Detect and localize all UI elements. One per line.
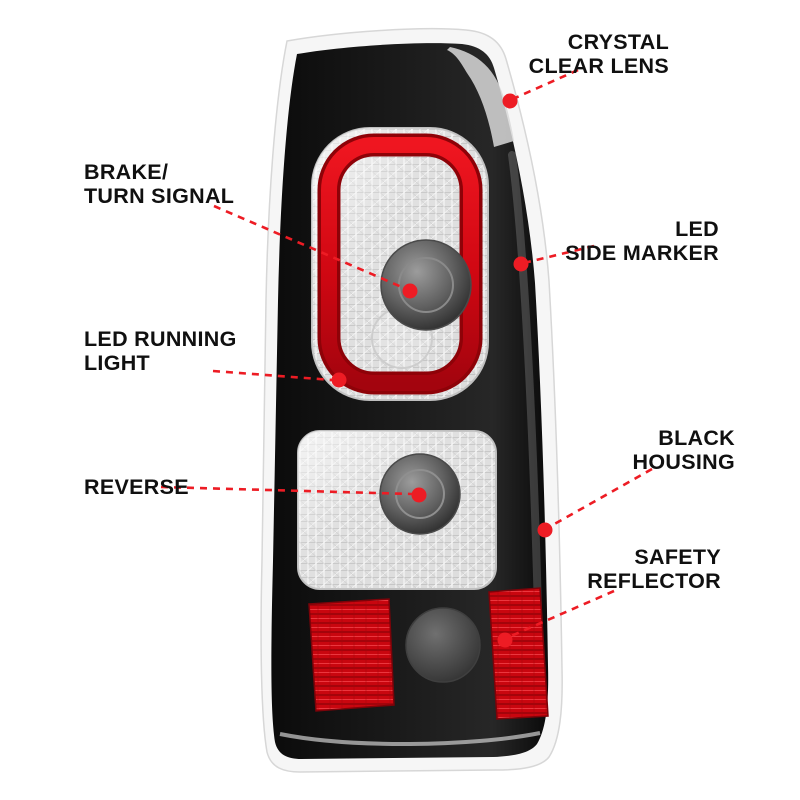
callout-line-led-side-marker <box>527 244 595 264</box>
lens-top-highlight <box>447 47 514 147</box>
brake-turn-lens <box>311 127 489 401</box>
callout-line-led-running-light <box>212 369 333 382</box>
callout-safety-reflector: SAFETY REFLECTOR <box>587 545 721 593</box>
callout-line-safety-reflector <box>510 589 615 638</box>
callout-text-line: TURN SIGNAL <box>84 183 235 208</box>
callout-brake-turn-signal: BRAKE/ TURN SIGNAL <box>84 160 235 208</box>
callout-text-line: CRYSTAL <box>567 30 669 54</box>
callout-lines <box>160 68 653 638</box>
housing-edge-sheen <box>508 151 544 694</box>
callout-dot-led-side-marker <box>513 256 529 272</box>
led-light-ring <box>321 137 479 391</box>
callout-dot-safety-reflector <box>497 632 513 648</box>
callout-line-reverse <box>160 485 413 496</box>
callout-text-line: BLACK <box>658 426 735 450</box>
callout-text-line: LED RUNNING <box>84 327 237 351</box>
callout-text-line: REVERSE <box>84 475 189 499</box>
callout-dot-brake-turn-signal <box>402 283 418 299</box>
reflector-left <box>308 598 395 712</box>
reflector-section <box>279 587 549 747</box>
callout-text-line: SIDE MARKER <box>565 240 719 265</box>
callout-dot-crystal-clear-lens <box>502 93 518 109</box>
reverse-lens <box>297 430 497 590</box>
callout-text-line: REFLECTOR <box>587 568 721 593</box>
callout-dot-led-running-light <box>331 372 347 388</box>
callout-text-line: SAFETY <box>634 545 721 569</box>
tail-light <box>260 27 563 773</box>
callout-text-line: HOUSING <box>632 449 735 474</box>
callout-line-brake-turn-signal <box>213 204 405 290</box>
callout-line-crystal-clear-lens <box>514 68 579 100</box>
reflector-right <box>488 587 549 720</box>
callout-reverse: REVERSE <box>84 475 189 500</box>
callout-led-running-light: LED RUNNING LIGHT <box>84 327 237 375</box>
callout-text-line: LED <box>675 217 719 241</box>
brake-bulb <box>380 239 472 331</box>
callout-dots <box>331 93 553 648</box>
callout-line-black-housing <box>550 467 653 528</box>
callout-text-line: LIGHT <box>84 350 150 375</box>
callout-dot-black-housing <box>537 522 553 538</box>
callout-dot-reverse <box>411 487 427 503</box>
callout-crystal-clear-lens: CRYSTAL CLEAR LENS <box>528 30 669 78</box>
callout-text-line: BRAKE/ <box>84 160 169 184</box>
reflector-knob <box>405 607 481 683</box>
callout-black-housing: BLACK HOUSING <box>632 426 735 474</box>
bottom-lens-edge <box>279 731 541 747</box>
callout-led-side-marker: LED SIDE MARKER <box>565 217 719 265</box>
callout-text-line: CLEAR LENS <box>528 53 669 78</box>
